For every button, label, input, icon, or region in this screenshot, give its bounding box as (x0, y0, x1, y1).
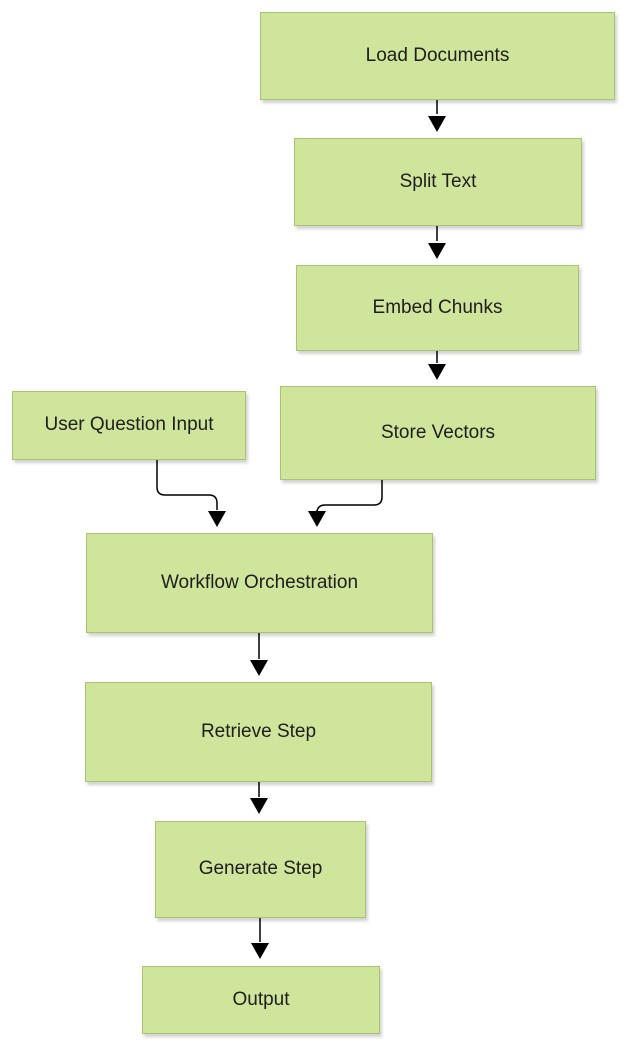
arrowhead-icon (250, 798, 268, 814)
edge-question-to-workflow (156, 460, 218, 510)
node-label: User Question Input (44, 414, 214, 436)
arrowhead-icon (308, 511, 326, 527)
arrowhead-icon (251, 943, 269, 959)
arrowhead-icon (428, 364, 446, 380)
node-retrieve-step: Retrieve Step (85, 682, 432, 782)
node-label: Generate Step (198, 858, 323, 880)
node-workflow-orchestration: Workflow Orchestration (86, 533, 433, 633)
node-label: Split Text (399, 170, 477, 192)
node-label: Output (232, 988, 290, 1010)
node-user-question-input: User Question Input (12, 391, 246, 460)
node-label: Store Vectors (380, 421, 496, 443)
arrowhead-icon (250, 660, 268, 676)
arrowhead-icon (428, 116, 446, 132)
node-label: Workflow Orchestration (160, 571, 359, 593)
arrowhead-icon (208, 511, 226, 527)
node-generate-step: Generate Step (155, 821, 366, 918)
node-output: Output (142, 966, 380, 1034)
node-label: Embed Chunks (372, 296, 503, 318)
node-label: Load Documents (365, 44, 510, 66)
node-store-vectors: Store Vectors (280, 386, 596, 480)
node-embed-chunks: Embed Chunks (296, 265, 579, 351)
node-label: Retrieve Step (200, 720, 317, 742)
node-split-text: Split Text (294, 138, 582, 226)
node-load-documents: Load Documents (260, 12, 615, 100)
edge-store-to-workflow (316, 480, 383, 514)
arrowhead-icon (428, 243, 446, 259)
